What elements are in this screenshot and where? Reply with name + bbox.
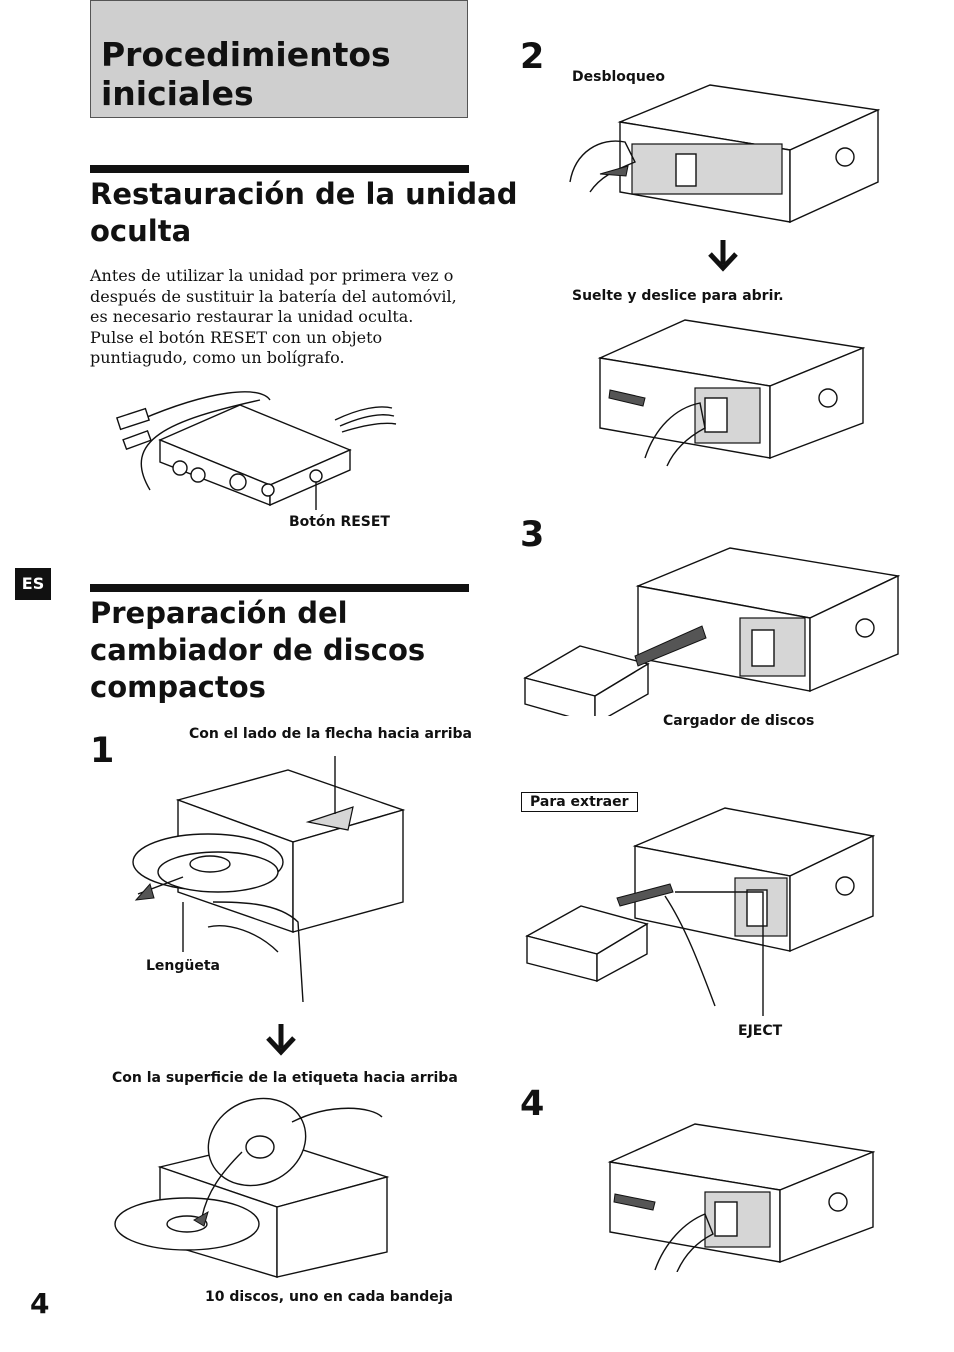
step-number: 4 — [520, 1084, 545, 1124]
section-rule — [90, 165, 469, 173]
step-number: 3 — [520, 515, 545, 555]
page-title-line-2: iniciales — [101, 74, 254, 113]
changer-close-illustration — [607, 1123, 875, 1272]
step-number: 2 — [520, 37, 545, 77]
slide-label: Suelte y deslice para abrir. — [572, 288, 784, 304]
page-title-line-1: Procedimientos — [101, 35, 391, 74]
eject-label: EJECT — [738, 1023, 783, 1039]
page-title: Procedimientos iniciales — [101, 35, 391, 113]
paragraph-line: después de sustituir la batería del auto… — [90, 286, 457, 306]
label-up-label: Con la superficie de la etiqueta hacia a… — [112, 1070, 458, 1086]
discs-label: 10 discos, uno en cada bandeja — [205, 1289, 454, 1305]
hidden-unit-illustration — [115, 391, 397, 510]
paragraph-line: Pulse el botón RESET con un objeto — [90, 327, 383, 347]
down-arrow-icon — [266, 1024, 296, 1056]
reset-heading-line-2: oculta — [90, 214, 192, 248]
changer-open-illustration — [597, 319, 865, 467]
arrow-up-label: Con el lado de la flecha hacia arriba — [189, 726, 472, 742]
changer-unlock-illustration — [569, 84, 880, 224]
remove-label: Para extraer — [521, 792, 638, 812]
paragraph-line: puntiagudo, como un bolígrafo. — [90, 348, 345, 367]
prep-section-heading: Preparación del cambiador de discos comp… — [90, 595, 425, 706]
section-rule — [90, 584, 469, 592]
page-title-box: Procedimientos iniciales — [90, 0, 468, 118]
magazine-label: Cargador de discos — [663, 713, 815, 729]
magazine-eject-illustration — [525, 807, 875, 1016]
reset-button-label: Botón RESET — [289, 514, 390, 530]
prep-heading-line-3: compactos — [90, 670, 266, 704]
step-number: 1 — [90, 731, 115, 771]
magazine-insert-illustration — [523, 547, 900, 716]
down-arrow-icon — [708, 240, 738, 272]
reset-paragraph: Antes de utilizar la unidad por primera … — [90, 266, 470, 369]
tab-label: Lengüeta — [146, 958, 221, 974]
language-tab: ES — [15, 568, 51, 600]
reset-heading-line-1: Restauración de la unidad — [90, 177, 518, 211]
reset-section-heading: Restauración de la unidad oculta — [90, 176, 517, 250]
page-number: 4 — [30, 1287, 50, 1320]
paragraph-line: es necesario restaurar la unidad oculta. — [90, 307, 414, 326]
unlock-label: Desbloqueo — [572, 69, 665, 85]
prep-heading-line-2: cambiador de discos — [90, 633, 426, 667]
changer-with-trays-illustration — [132, 756, 406, 1003]
paragraph-line: Antes de utilizar la unidad por primera … — [90, 266, 454, 285]
prep-heading-line-1: Preparación del — [90, 596, 348, 630]
disc-loading-illustration — [114, 1097, 390, 1278]
